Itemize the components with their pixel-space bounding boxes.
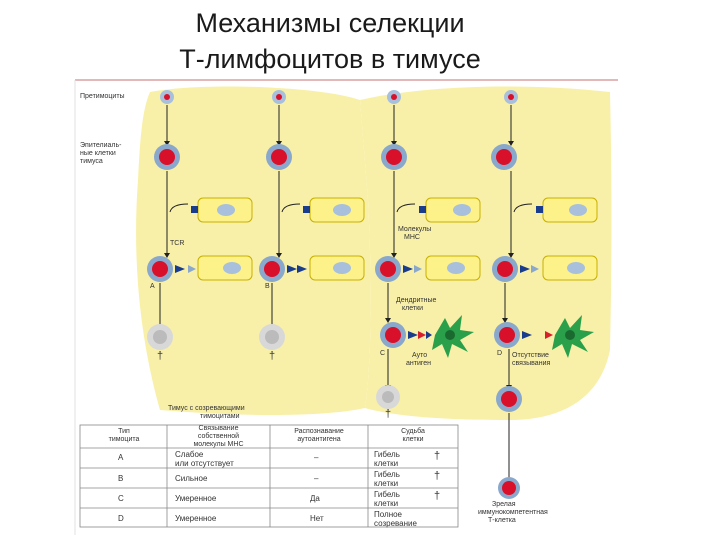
table-row-b-type: B (118, 474, 124, 483)
label-dendritic-2: клетки (402, 305, 424, 312)
table-row-b-recognition: – (314, 474, 319, 483)
label-mature-1: Зрелая (492, 501, 516, 508)
table-header-type: Тип тимоцита (108, 428, 140, 443)
thymus-lobe-left (136, 86, 371, 416)
table-row-c-recognition: Да (310, 494, 320, 503)
table-row-a-binding: Слабое или отсутствует (175, 450, 234, 468)
table-row-a-fate: Гибель клетки (374, 450, 400, 468)
label-letter-b: B (265, 283, 270, 290)
label-absence-1: Отсутствие (512, 352, 549, 359)
page-title-line-2: Т-лимфоцитов в тимусе (179, 44, 481, 74)
table-row-c-binding: Умеренное (175, 494, 217, 503)
dagger-a: † (157, 350, 164, 362)
label-epithelial-1: Эпителиаль- (80, 142, 122, 149)
table-header-recognition: Распознавание аутоантигена (294, 428, 344, 443)
table-row-a-type: A (118, 453, 124, 462)
table-row-b-binding: Сильное (175, 474, 208, 483)
table-row-d-fate: Полное созревание (374, 510, 417, 528)
dagger-b: † (269, 350, 276, 362)
dendritic-cell-c (432, 315, 474, 358)
label-pretimocytes: Претимоциты (80, 93, 125, 100)
table-row-d-binding: Умеренное (175, 514, 217, 523)
column-b (259, 90, 365, 350)
table-row-a-mark: † (434, 450, 441, 462)
label-thymus-1: Тимус с созревающими (168, 405, 245, 412)
table-row-b-fate: Гибель клетки (374, 470, 400, 488)
table-header-binding: Связывание собственной молекулы МНС (193, 425, 244, 448)
table-row-c-fate: Гибель клетки (374, 490, 400, 508)
label-letter-a: A (150, 283, 155, 290)
label-letter-c: C (380, 350, 386, 357)
summary-table-grid (79, 424, 459, 528)
label-mature-3: Т-клетка (488, 517, 516, 524)
dendritic-cell-d (552, 315, 594, 358)
label-letter-d: D (497, 350, 503, 357)
label-dendritic-1: Дендритные (396, 297, 437, 304)
label-auto-2: антиген (406, 360, 432, 367)
label-epithelial-3: тимуса (80, 158, 103, 165)
table-row-c-type: C (118, 494, 124, 503)
label-absence-2: связывания (512, 360, 551, 367)
dagger-c: † (385, 408, 392, 420)
label-mature-2: иммунокомпетентная (478, 509, 548, 516)
table-header-fate: Судьба клетки (401, 428, 425, 443)
column-a (147, 90, 253, 350)
table-row-d-recognition: Нет (310, 514, 324, 523)
label-thymus-2: тимоцитами (200, 413, 240, 420)
label-auto-1: Ауто (412, 352, 428, 359)
label-epithelial-2: ные клетки (80, 150, 116, 157)
table-row-a-recognition: – (314, 453, 319, 462)
label-mhc-2: МНС (404, 234, 420, 241)
label-tcr: TCR (170, 240, 185, 247)
thymus-lobe-right (360, 86, 612, 421)
column-d (491, 90, 598, 499)
table-row-c-mark: † (434, 490, 441, 502)
label-mhc-1: Молекулы (398, 226, 432, 233)
page-title-line-1: Механизмы селекции (195, 8, 465, 38)
table-row-d-type: D (118, 514, 124, 523)
column-c (375, 90, 481, 409)
table-row-b-mark: † (434, 470, 441, 482)
